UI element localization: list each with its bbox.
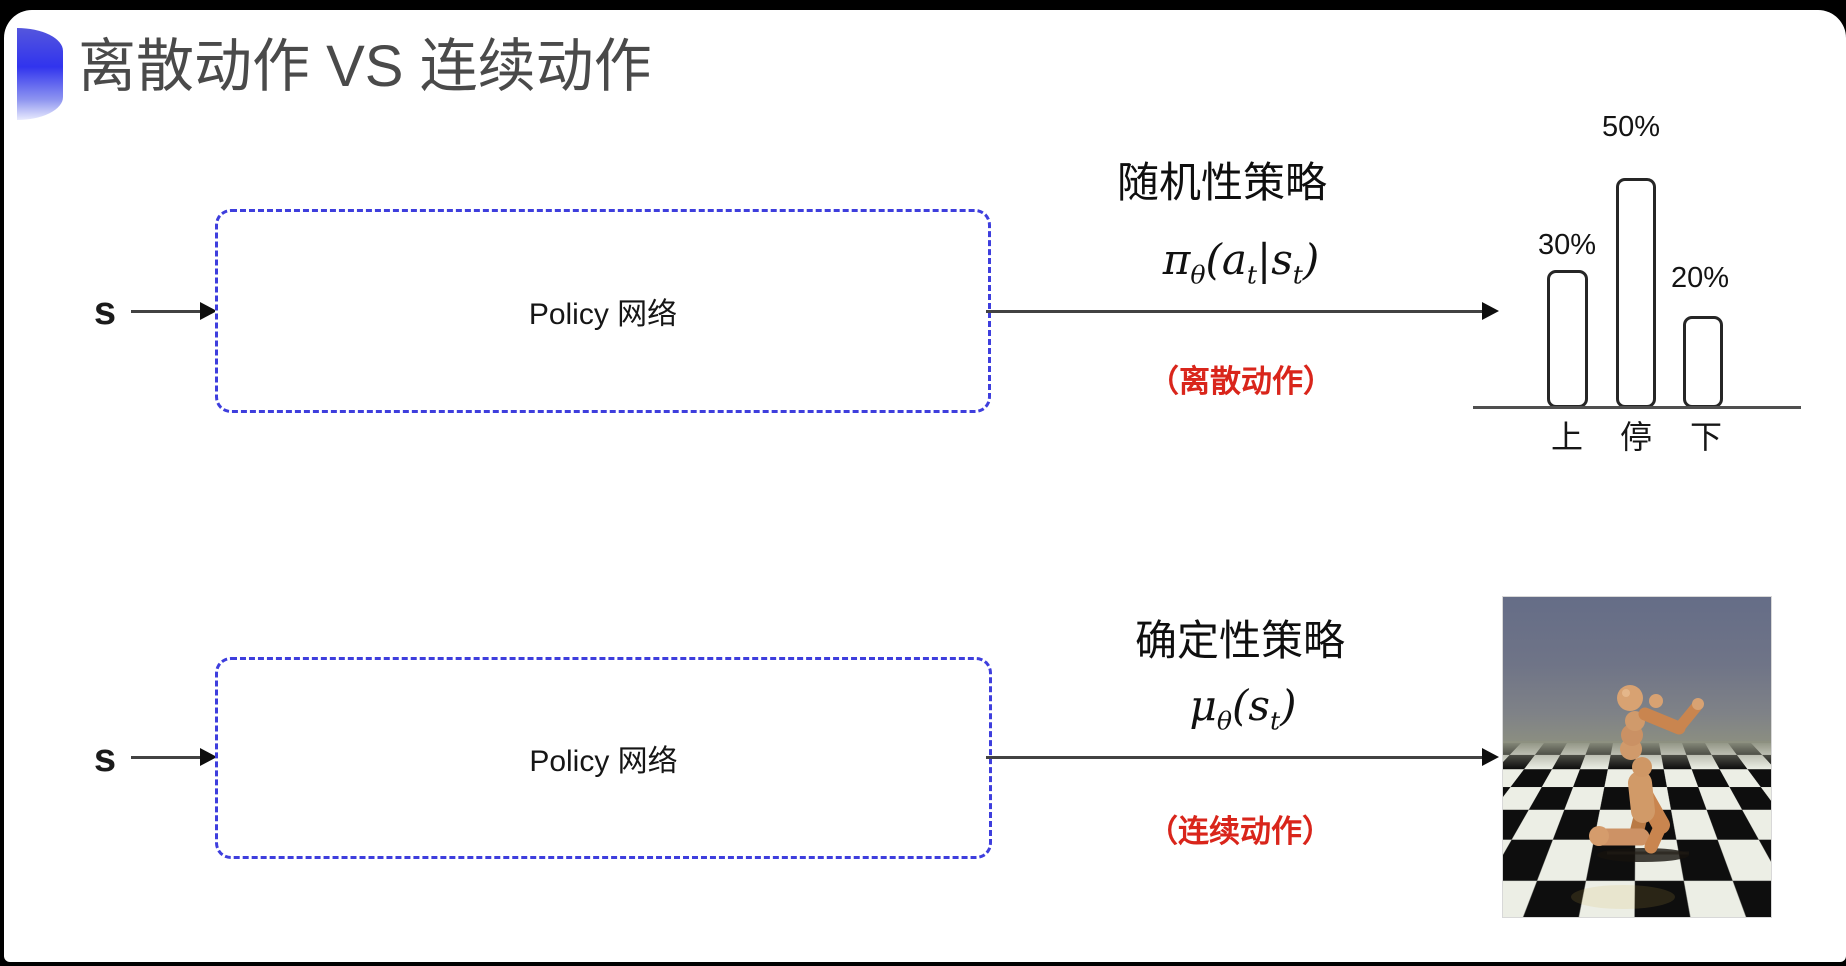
output-arrow-line [986, 310, 1483, 313]
formula-symbol-subscript: θ [1190, 260, 1206, 290]
policy-network-box: Policy 网络 [215, 209, 991, 413]
input-arrow-head-icon [200, 302, 217, 320]
input-arrow-head-icon [200, 748, 217, 766]
probability-bar [1547, 270, 1588, 408]
page-title: 离散动作 VS 连续动作 [78, 34, 652, 99]
chart-axis-line [1473, 406, 1801, 409]
policy-formula: μθ(st) [1073, 682, 1413, 745]
bar-value-label: 30% [1537, 229, 1597, 261]
output-arrow-head-icon [1482, 302, 1499, 320]
formula-arg2-subscript: t [1292, 260, 1303, 290]
output-arrow-line [986, 756, 1483, 759]
figure-shadow [1597, 848, 1689, 862]
policy-network-box: Policy 网络 [215, 657, 992, 859]
formula-symbol: μ [1189, 681, 1217, 730]
bar-category-label: 上 [1550, 419, 1583, 455]
bar-category-label: 下 [1689, 419, 1722, 455]
bar-value-label: 20% [1670, 262, 1730, 294]
probability-bar [1683, 316, 1723, 408]
output-arrow-head-icon [1482, 748, 1499, 766]
formula-symbol: π [1162, 235, 1191, 284]
formula-arg1-subscript: t [1269, 706, 1281, 736]
humanoid-figure [1571, 685, 1704, 909]
formula-arg1-subscript: t [1246, 260, 1258, 290]
formula-conditional-bar: | [1257, 235, 1272, 284]
input-arrow-line [131, 756, 203, 759]
formula-open-paren: ( [1205, 235, 1222, 284]
formula-arg1: a [1221, 235, 1247, 284]
formula-close-paren: ) [1280, 681, 1297, 730]
policy-network-label: Policy 网络 [528, 298, 678, 331]
policy-formula: πθ(at|st) [1071, 236, 1411, 299]
action-type-note: （离散动作） [1148, 364, 1334, 399]
floor-reflection [1571, 885, 1675, 909]
figure-head [1617, 685, 1643, 711]
policy-type-heading: 随机性策略 [1116, 159, 1327, 206]
state-input-label: s [93, 736, 117, 780]
bar-value-label: 50% [1601, 111, 1661, 143]
policy-network-label: Policy 网络 [529, 745, 678, 778]
input-arrow-line [131, 310, 203, 313]
formula-open-paren: ( [1232, 681, 1249, 730]
formula-close-paren: ) [1302, 235, 1320, 284]
action-type-note: （连续动作） [1147, 814, 1333, 849]
probability-bar [1616, 178, 1656, 408]
policy-type-heading: 确定性策略 [1134, 617, 1345, 664]
humanoid-simulation-image [1502, 596, 1772, 918]
state-input-label: s [93, 289, 117, 333]
title-accent-icon [17, 28, 63, 120]
formula-symbol-subscript: θ [1216, 706, 1232, 736]
formula-arg1: s [1248, 681, 1270, 730]
formula-arg2: s [1271, 235, 1293, 284]
bar-category-label: 停 [1619, 419, 1652, 455]
